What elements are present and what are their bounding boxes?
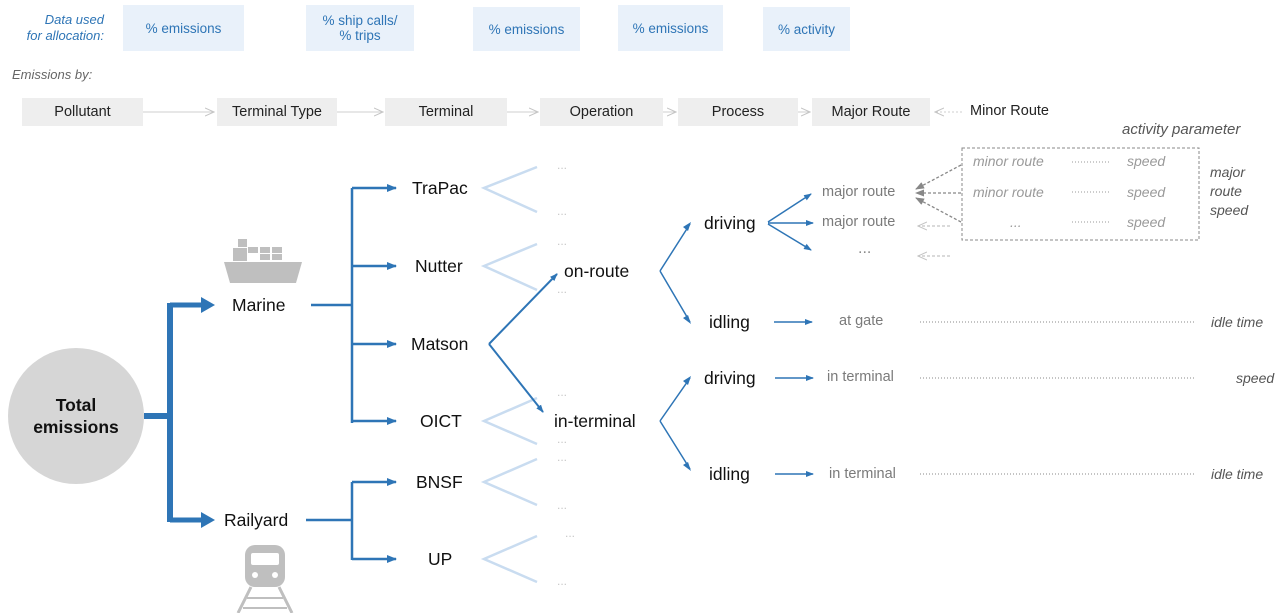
faint-fans: [480, 165, 538, 584]
allocation-box-pollutant: % emissions: [123, 5, 244, 51]
node-bnsf: BNSF: [416, 472, 463, 492]
ellipsis: ...: [557, 158, 568, 172]
allocation-box-text: % emissions: [488, 21, 565, 37]
root-node: Total emissions: [8, 348, 144, 484]
node-in-terminal: in-terminal: [554, 411, 636, 431]
ellipsis: ...: [557, 498, 568, 512]
activity-parameter-title: activity parameter: [1122, 121, 1241, 138]
parameter-idle-time-2: idle time: [1211, 466, 1264, 482]
root-connectors: [144, 297, 215, 528]
ellipsis: ...: [557, 234, 568, 248]
allocation-box-operation: % emissions: [473, 7, 580, 51]
major-route-1: major route: [822, 184, 896, 200]
allocation-box-terminal: % ship calls/ % trips: [306, 5, 414, 51]
allocation-label-line2: for allocation:: [26, 28, 104, 43]
allocation-box-route: % activity: [763, 7, 850, 51]
location-in-terminal-idling: in terminal: [829, 466, 896, 482]
activity-leaders: [1072, 161, 1110, 223]
ellipsis: ...: [557, 385, 568, 399]
root-node-line2: emissions: [33, 417, 119, 437]
category-terminal-type: Terminal Type: [217, 98, 337, 126]
node-up: UP: [428, 549, 453, 569]
allocation-box-text: % ship calls/: [322, 13, 398, 28]
node-driving-in-terminal: driving: [704, 368, 756, 388]
node-oict: OICT: [420, 411, 462, 431]
emissions-by-label: Emissions by:: [12, 67, 93, 82]
minor-route-more: ...: [1010, 214, 1022, 230]
allocation-box-process: % emissions: [618, 5, 723, 51]
node-nutter: Nutter: [415, 256, 463, 276]
minor-speed-3: speed: [1127, 214, 1166, 230]
major-route-speed-line2: route: [1210, 183, 1242, 199]
route-connectors: [767, 193, 814, 477]
minor-speed-2: speed: [1127, 184, 1166, 200]
allocation-label: Data used for allocation:: [20, 12, 104, 44]
ship-icon: [224, 239, 302, 283]
node-driving-on-route: driving: [704, 213, 756, 233]
terminal-connectors: [306, 184, 397, 563]
allocation-box-text: % emissions: [632, 20, 709, 36]
allocation-box-text: % activity: [777, 21, 835, 37]
category-minor-route: Minor Route: [970, 103, 1049, 119]
ellipsis: ...: [557, 450, 568, 464]
minor-to-major-faint-arrows: [918, 226, 950, 256]
category-pollutant: Pollutant: [22, 98, 143, 126]
allocation-box-text: % emissions: [145, 20, 222, 36]
minor-route-2: minor route: [973, 184, 1044, 200]
train-icon: [236, 545, 294, 613]
category-terminal: Terminal: [385, 98, 507, 126]
node-on-route: on-route: [564, 261, 630, 281]
node-matson: Matson: [411, 334, 469, 354]
category-operation: Operation: [540, 98, 663, 126]
allocation-label-line1: Data used: [44, 12, 104, 27]
node-trapac: TraPac: [412, 178, 468, 198]
activity-parameter-box: [961, 147, 1200, 241]
minor-to-major-arrows: [915, 164, 962, 223]
node-railyard: Railyard: [224, 510, 289, 530]
major-route-2: major route: [822, 214, 896, 230]
major-route-speed-line3: speed: [1210, 202, 1249, 218]
major-route-speed-label: major route speed: [1210, 163, 1248, 220]
ellipsis: ...: [557, 282, 568, 296]
ellipsis: ...: [557, 574, 568, 588]
category-process: Process: [678, 98, 798, 126]
ellipsis: ...: [557, 204, 568, 218]
minor-route-1: minor route: [973, 153, 1044, 169]
process-arrowheads: [683, 222, 691, 471]
major-route-more: ...: [858, 240, 872, 257]
minor-speed-1: speed: [1127, 153, 1166, 169]
location-in-terminal-driving: in terminal: [827, 369, 894, 385]
major-route-speed-line1: major: [1210, 164, 1246, 180]
location-at-gate: at gate: [839, 313, 884, 329]
ellipsis: ...: [565, 526, 576, 540]
ellipsis: ...: [557, 432, 568, 446]
category-major-route: Major Route: [812, 98, 930, 126]
allocation-box-text-line2: % trips: [339, 28, 381, 43]
parameter-idle-time-1: idle time: [1211, 314, 1264, 330]
node-idling-on-route: idling: [709, 312, 750, 332]
parameter-leaders: [920, 321, 1195, 475]
node-marine: Marine: [232, 295, 286, 315]
parameter-speed: speed: [1236, 370, 1275, 386]
node-idling-in-terminal: idling: [709, 464, 750, 484]
operation-connectors: [488, 223, 691, 470]
root-node-line1: Total: [55, 395, 97, 415]
